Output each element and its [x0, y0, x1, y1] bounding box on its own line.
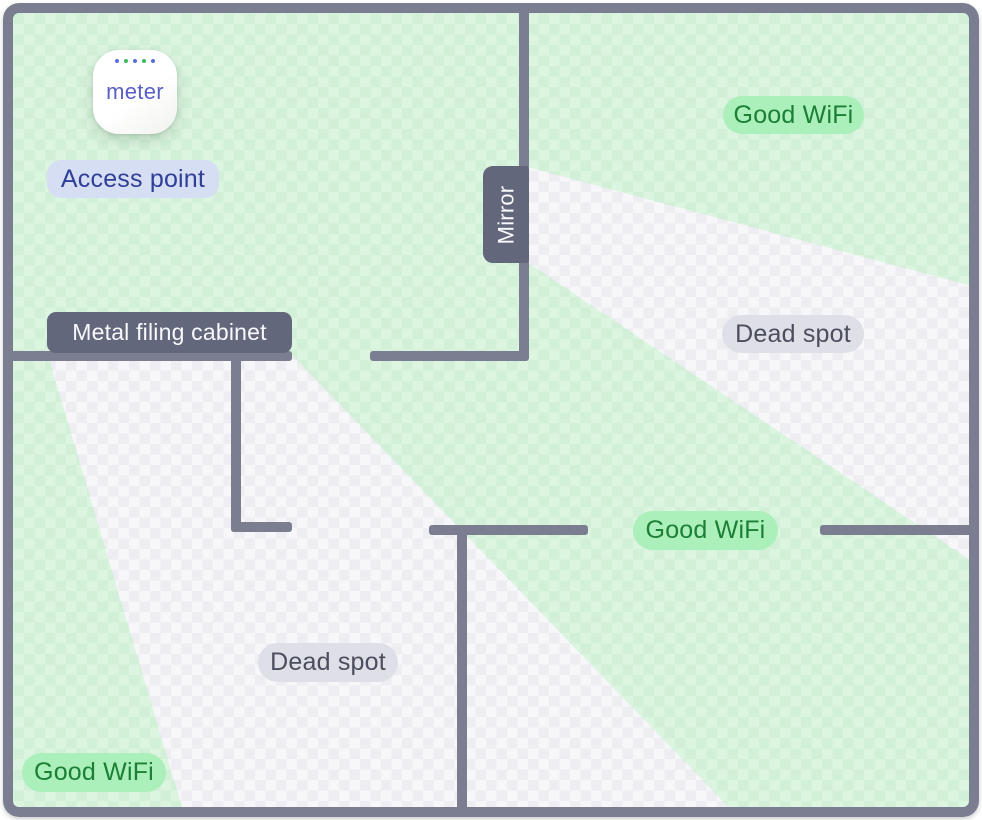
meter-led-dot [124, 59, 128, 63]
dead-spot-label-right: Dead spot [722, 315, 864, 353]
metal-filing-cabinet-label: Metal filing cabinet [47, 312, 292, 353]
good-wifi-label-bottom-left: Good WiFi [22, 753, 166, 792]
access-point-label: Access point [47, 160, 219, 198]
wall-left-room-stub [231, 522, 292, 532]
wall-mirror-bottom-horizontal [370, 351, 529, 361]
meter-led-dot [133, 59, 137, 63]
wall-bottom-center-vertical [457, 525, 467, 817]
meter-led-dot [151, 59, 155, 63]
mirror-label-text: Mirror [493, 185, 519, 244]
good-wifi-label-center: Good WiFi [633, 511, 778, 550]
wall-right-horizontal [820, 525, 979, 535]
floorplan: meter Access point Metal filing cabinet … [3, 3, 979, 817]
meter-led-dot [142, 59, 146, 63]
good-wifi-label-top-right: Good WiFi [723, 96, 864, 134]
mirror-label: Mirror [483, 166, 529, 263]
wall-cabinet-horizontal [3, 351, 292, 361]
meter-led-dot [115, 59, 119, 63]
meter-led-row [93, 59, 177, 63]
wall-bottom-center-horizontal [429, 525, 588, 535]
dead-spot-label-bottom-left: Dead spot [258, 643, 398, 682]
meter-logo: meter [106, 79, 164, 104]
wall-left-room-vertical [231, 351, 241, 532]
access-point-device: meter [93, 50, 177, 134]
